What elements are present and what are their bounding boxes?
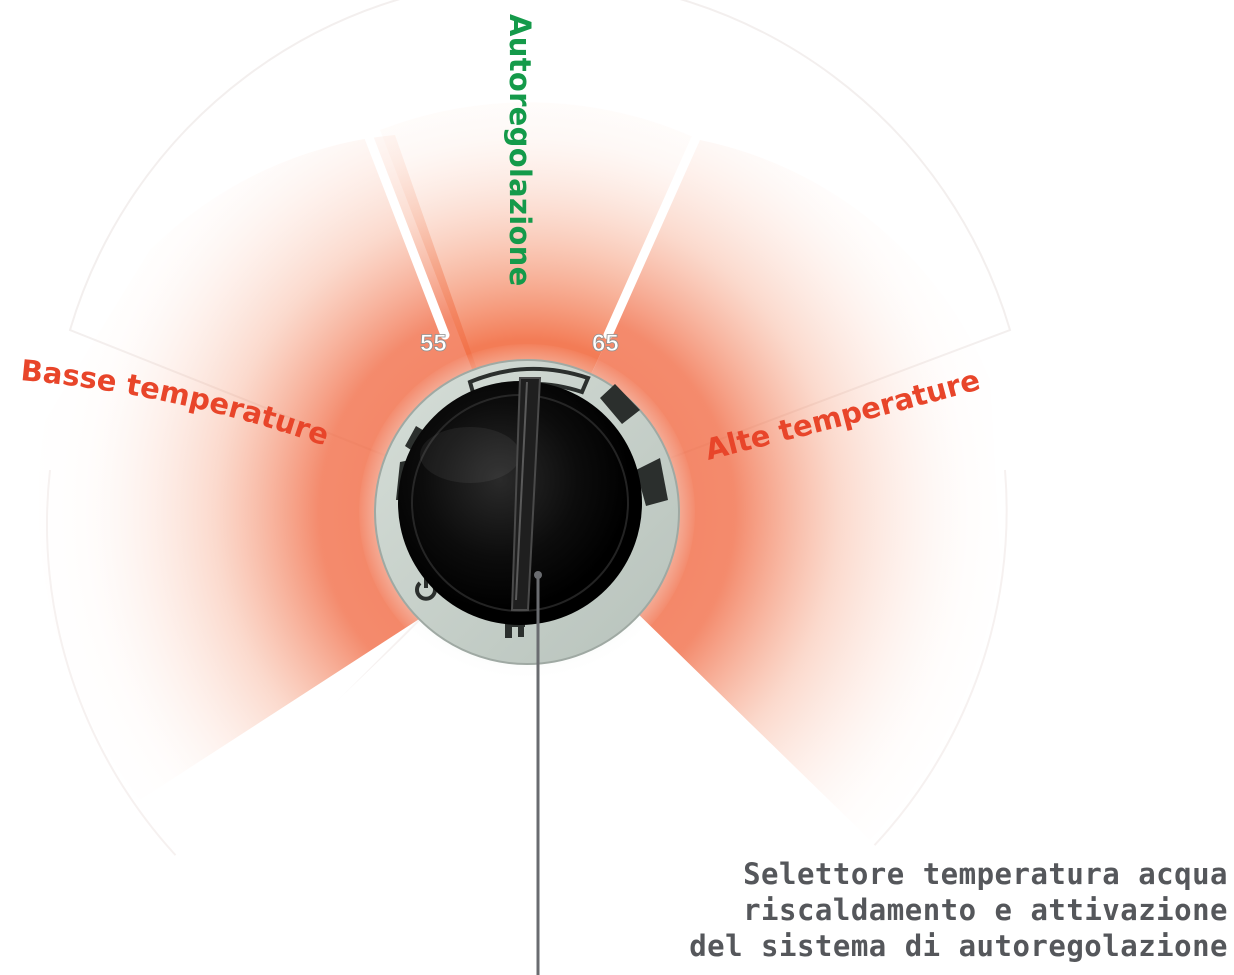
selector-caption: Selettore temperatura acqua riscaldament…	[608, 856, 1228, 964]
caption-line-2: riscaldamento e attivazione	[743, 893, 1228, 927]
outer-sector-outline-lower-right	[526, 469, 1008, 862]
outer-sector-outline	[68, 0, 1012, 514]
high-temperature-zone	[527, 140, 1000, 840]
separator-line-55	[363, 130, 450, 340]
caption-line-1: Selettore temperatura acqua	[743, 857, 1228, 891]
low-temperature-zone	[38, 135, 528, 800]
separator-line-65	[603, 135, 700, 340]
knob-reflection	[420, 427, 520, 483]
lower-gap	[160, 612, 900, 870]
knob-pointer-highlight	[515, 381, 528, 601]
autoregulation-label: Autoregolazione	[503, 14, 537, 287]
autoregulation-zone	[380, 102, 700, 512]
tick-65: 65	[592, 330, 619, 357]
marking-high-1	[600, 384, 640, 424]
marking-high-2	[636, 458, 668, 506]
tick-55: 55	[420, 330, 447, 357]
caption-line-3: del sistema di autoregolazione	[689, 929, 1228, 963]
